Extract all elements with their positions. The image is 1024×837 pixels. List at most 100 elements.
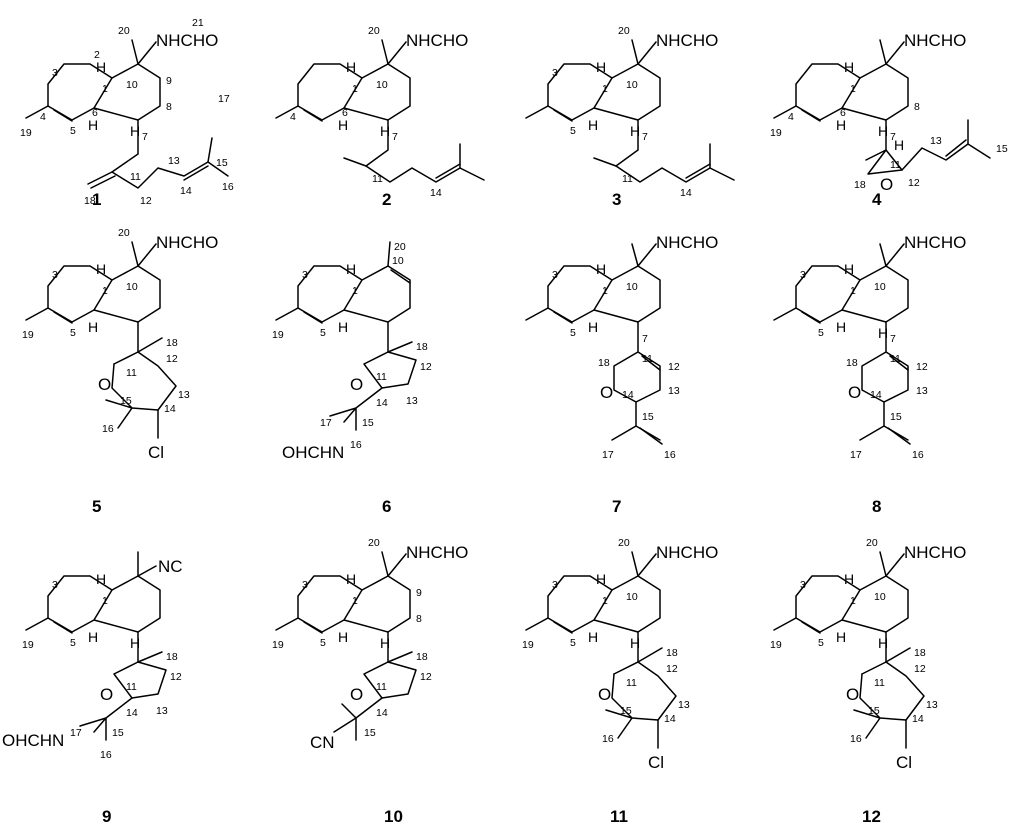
atom-h-12b: H bbox=[836, 629, 846, 645]
locant-c10: 10 bbox=[626, 591, 638, 603]
atom-h-4b: H bbox=[836, 117, 846, 133]
formamide-group-8: NHCHO bbox=[904, 233, 966, 252]
locant-c5: 5 bbox=[818, 327, 824, 339]
locant-c4: 4 bbox=[788, 111, 794, 123]
atom-h-9b: H bbox=[88, 629, 98, 645]
locant-c12: 12 bbox=[170, 671, 182, 683]
locant-c11: 11 bbox=[372, 173, 383, 185]
locant-c10: 10 bbox=[626, 79, 638, 91]
locant-c15: 15 bbox=[216, 157, 228, 169]
atom-h-8a: H bbox=[844, 261, 854, 277]
locant-c14: 14 bbox=[870, 389, 882, 401]
formamide-group-2: NHCHO bbox=[406, 31, 468, 50]
locant-c20: 20 bbox=[368, 537, 380, 549]
compound-2: NHCHO H H H 1 4 6 7 10 11 14 20 bbox=[275, 25, 485, 199]
locant-c12: 12 bbox=[420, 361, 432, 373]
atom-h-2c: H bbox=[380, 123, 390, 139]
locant-c5: 5 bbox=[70, 637, 76, 649]
compound-4: NHCHO O H H H H 1 4 6 7 8 11 12 13 15 18… bbox=[770, 31, 1008, 194]
locant-c3: 3 bbox=[52, 269, 58, 281]
locant-c11: 11 bbox=[642, 353, 653, 365]
locant-c18: 18 bbox=[84, 195, 96, 207]
locant-c3: 3 bbox=[552, 67, 558, 79]
locant-c1: 1 bbox=[352, 83, 358, 95]
locant-c13: 13 bbox=[916, 385, 928, 397]
locant-c15: 15 bbox=[620, 705, 632, 717]
locant-c19: 19 bbox=[770, 127, 782, 139]
locant-c19: 19 bbox=[272, 639, 284, 651]
locant-c3: 3 bbox=[552, 579, 558, 591]
locant-c11: 11 bbox=[376, 681, 387, 693]
locant-c20: 20 bbox=[118, 227, 130, 239]
locant-c20: 20 bbox=[866, 537, 878, 549]
formamide-group-1: NHCHO bbox=[156, 31, 218, 50]
locant-c15: 15 bbox=[868, 705, 880, 717]
atom-h-3c: H bbox=[630, 123, 640, 139]
locant-c11: 11 bbox=[874, 677, 885, 689]
locant-c14: 14 bbox=[664, 713, 676, 725]
atom-h-2b: H bbox=[338, 117, 348, 133]
atom-h-5a: H bbox=[96, 261, 106, 277]
locant-c10: 10 bbox=[626, 281, 638, 293]
locant-c3: 3 bbox=[302, 579, 308, 591]
atom-h-8b: H bbox=[836, 319, 846, 335]
locant-c19: 19 bbox=[22, 329, 34, 341]
locant-c17: 17 bbox=[70, 727, 82, 739]
isocyanide-group-10: CN bbox=[310, 733, 335, 752]
locant-c5: 5 bbox=[70, 125, 76, 137]
compound-1: NHCHO H H H 1 2 3 4 5 6 7 8 9 10 11 12 1… bbox=[20, 17, 234, 207]
locant-c5: 5 bbox=[570, 637, 576, 649]
locant-c10: 10 bbox=[874, 591, 886, 603]
locant-c14: 14 bbox=[622, 389, 634, 401]
locant-c17: 17 bbox=[320, 417, 332, 429]
locant-c15: 15 bbox=[642, 411, 654, 423]
formamide-group-4: NHCHO bbox=[904, 31, 966, 50]
compound-5: NHCHO O Cl H H 1 3 5 10 11 12 13 14 15 1… bbox=[22, 227, 218, 462]
compound-3: NHCHO H H H 1 3 5 7 10 11 14 20 bbox=[525, 25, 735, 199]
locant-c20: 20 bbox=[118, 25, 130, 37]
atom-h-7b: H bbox=[588, 319, 598, 335]
locant-c15: 15 bbox=[362, 417, 374, 429]
locant-c16: 16 bbox=[100, 749, 112, 761]
locant-c11: 11 bbox=[126, 681, 137, 693]
locant-c19: 19 bbox=[272, 329, 284, 341]
ring-oxygen: O bbox=[100, 685, 113, 704]
locant-c17: 17 bbox=[602, 449, 614, 461]
atom-h-12a: H bbox=[844, 571, 854, 587]
locant-c16: 16 bbox=[350, 439, 362, 451]
locant-c15: 15 bbox=[996, 143, 1008, 155]
locant-c18: 18 bbox=[166, 651, 178, 663]
locant-c1: 1 bbox=[602, 83, 608, 95]
locant-c11: 11 bbox=[126, 367, 137, 379]
compound-7: NHCHO O H H 1 3 5 7 10 11 12 13 14 15 16… bbox=[525, 233, 718, 461]
locant-c17: 17 bbox=[218, 93, 230, 105]
atom-h-3a: H bbox=[596, 59, 606, 75]
compound-number: 12 bbox=[862, 807, 881, 826]
locant-c5: 5 bbox=[320, 637, 326, 649]
locant-c13: 13 bbox=[930, 135, 942, 147]
locant-c12: 12 bbox=[420, 671, 432, 683]
chlorine: Cl bbox=[148, 443, 164, 462]
locant-c12: 12 bbox=[166, 353, 178, 365]
locant-c1: 1 bbox=[850, 83, 856, 95]
locant-c16: 16 bbox=[912, 449, 924, 461]
locant-c8: 8 bbox=[914, 101, 920, 113]
locant-c5: 5 bbox=[570, 327, 576, 339]
ring-oxygen: O bbox=[848, 383, 861, 402]
compound-10: NHCHO CN O H H H 1 3 5 8 9 11 12 14 15 1… bbox=[272, 537, 468, 752]
formamide-group-3: NHCHO bbox=[656, 31, 718, 50]
locant-c16: 16 bbox=[602, 733, 614, 745]
ring-oxygen: O bbox=[350, 375, 363, 394]
locant-c16: 16 bbox=[222, 181, 234, 193]
atom-h-6a: H bbox=[346, 261, 356, 277]
atom-h-8c: H bbox=[878, 325, 888, 341]
compound-number: 4 bbox=[872, 190, 882, 209]
locant-c18: 18 bbox=[598, 357, 610, 369]
locant-c3: 3 bbox=[52, 579, 58, 591]
atom-h-3b: H bbox=[588, 117, 598, 133]
locant-c6: 6 bbox=[92, 107, 98, 119]
locant-c1: 1 bbox=[352, 595, 358, 607]
locant-c13: 13 bbox=[168, 155, 180, 167]
atom-h-6b: H bbox=[338, 319, 348, 335]
